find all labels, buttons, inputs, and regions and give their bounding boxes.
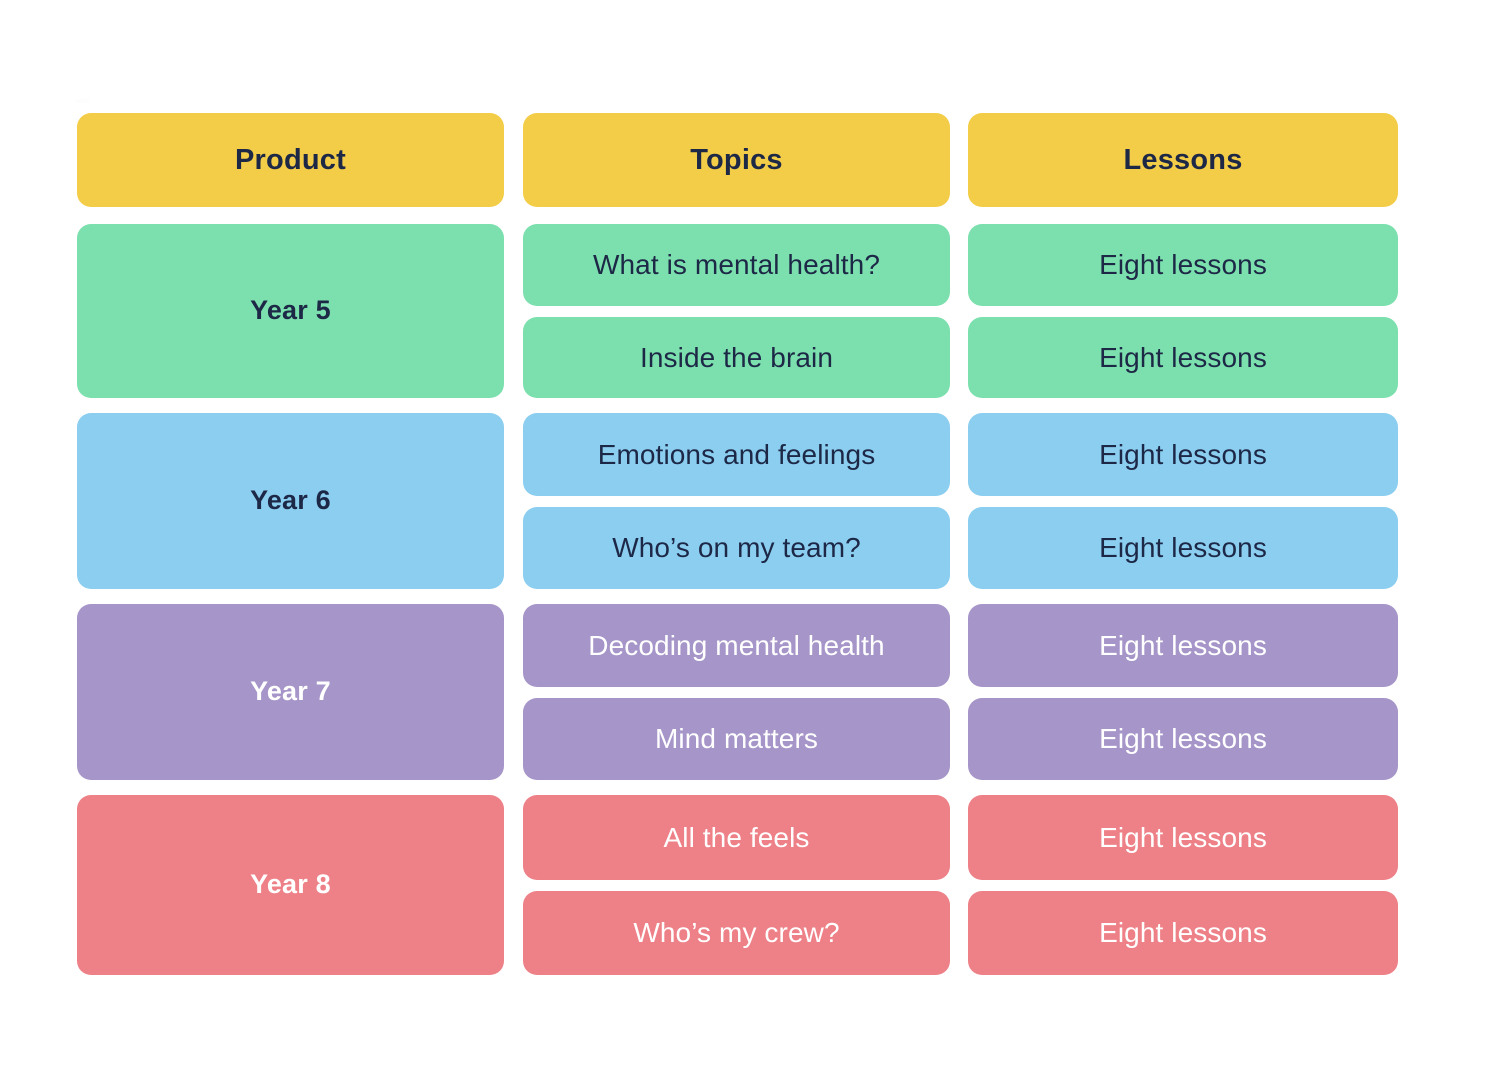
- lessons-cell[interactable]: Eight lessons: [968, 506, 1398, 589]
- lessons-cell[interactable]: Eight lessons: [968, 795, 1398, 880]
- topic-cell[interactable]: Inside the brain: [523, 316, 950, 398]
- topic-cell[interactable]: All the feels: [523, 795, 950, 880]
- stray-dash-mark: [76, 99, 89, 103]
- lessons-cell[interactable]: Eight lessons: [968, 604, 1398, 687]
- product-cell-year-8[interactable]: Year 8: [77, 795, 504, 975]
- lessons-cell[interactable]: Eight lessons: [968, 224, 1398, 306]
- product-cell-year-7[interactable]: Year 7: [77, 604, 504, 780]
- topic-cell[interactable]: Who’s my crew?: [523, 890, 950, 975]
- lessons-cell[interactable]: Eight lessons: [968, 890, 1398, 975]
- column-header-lessons: Lessons: [968, 113, 1398, 207]
- lessons-cell[interactable]: Eight lessons: [968, 316, 1398, 398]
- lessons-cell[interactable]: Eight lessons: [968, 697, 1398, 780]
- topic-cell[interactable]: Decoding mental health: [523, 604, 950, 687]
- topic-cell[interactable]: Mind matters: [523, 697, 950, 780]
- lessons-cell[interactable]: Eight lessons: [968, 413, 1398, 496]
- curriculum-table: Product Topics Lessons Year 5 What is me…: [77, 113, 1398, 975]
- product-cell-year-5[interactable]: Year 5: [77, 224, 504, 398]
- topic-cell[interactable]: Who’s on my team?: [523, 506, 950, 589]
- product-cell-year-6[interactable]: Year 6: [77, 413, 504, 589]
- topic-cell[interactable]: What is mental health?: [523, 224, 950, 306]
- column-header-topics: Topics: [523, 113, 950, 207]
- column-header-product: Product: [77, 113, 504, 207]
- topic-cell[interactable]: Emotions and feelings: [523, 413, 950, 496]
